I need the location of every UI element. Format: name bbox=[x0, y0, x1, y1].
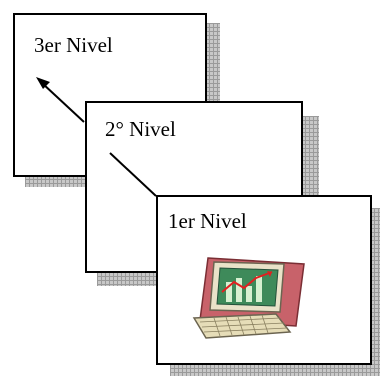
level-2-label: 2° Nivel bbox=[105, 117, 176, 141]
level-1-label: 1er Nivel bbox=[168, 209, 247, 233]
level-3-label: 3er Nivel bbox=[34, 33, 113, 57]
computer-chart-icon bbox=[192, 257, 305, 339]
level-1-card: 1er Nivel bbox=[156, 195, 372, 365]
arrow-to-level-3 bbox=[41, 82, 85, 123]
line-to-level-2 bbox=[109, 152, 157, 197]
arrowhead-icon bbox=[36, 77, 50, 89]
